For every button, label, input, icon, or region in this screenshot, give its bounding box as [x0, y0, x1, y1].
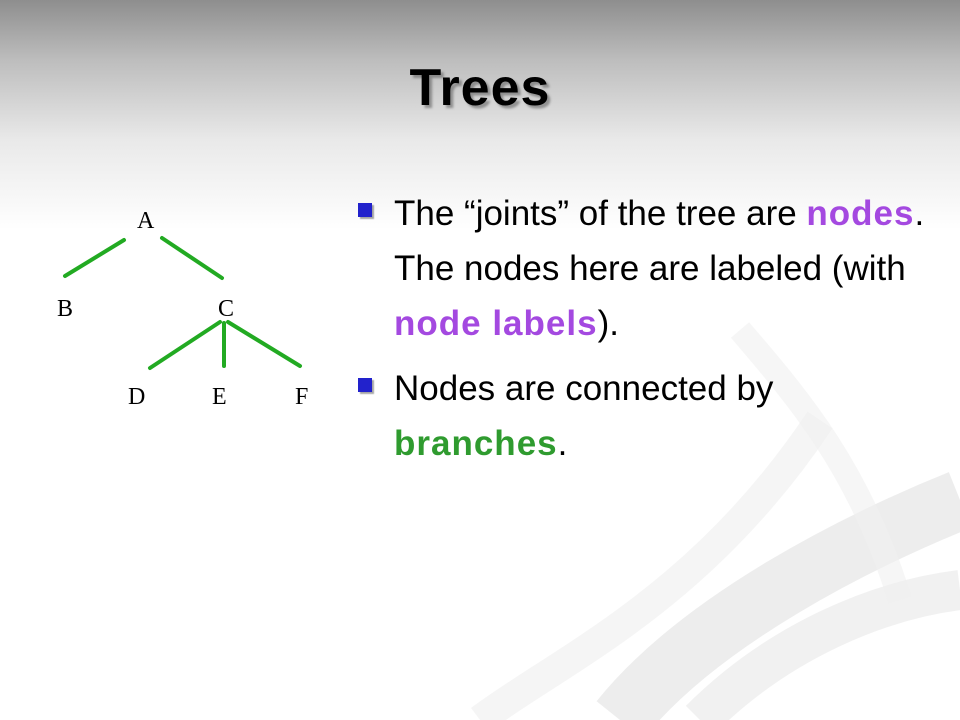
bullet-text: The “joints” of the tree are: [394, 194, 807, 233]
square-bullet-icon: [358, 378, 372, 392]
node-label-b: B: [57, 296, 73, 322]
node-label-e: E: [212, 384, 227, 410]
bullet-text: ).: [597, 304, 619, 343]
branch-a-b: [63, 238, 126, 278]
bullet-text: .: [557, 424, 568, 463]
branch-c-d: [148, 320, 222, 370]
keyword-node-labels: node labels: [394, 304, 598, 343]
node-label-d: D: [128, 384, 145, 410]
branch-c-f: [226, 320, 302, 368]
node-label-f: F: [295, 384, 308, 410]
bullet-text: . The nodes here are labeled (with: [394, 194, 925, 288]
slide-title: Trees: [409, 59, 551, 117]
node-label-c: C: [218, 296, 234, 322]
bullet-item-branches: Nodes are connected by branches.: [356, 361, 936, 471]
bullet-item-nodes: The “joints” of the tree are nodes. The …: [356, 186, 936, 351]
square-bullet-icon: [358, 203, 372, 217]
bullet-text: Nodes are connected by: [394, 369, 774, 408]
tree-diagram: A B C D E F: [57, 208, 308, 410]
bullet-list: The “joints” of the tree are nodes. The …: [356, 186, 936, 481]
keyword-branches: branches: [394, 424, 558, 463]
keyword-nodes: nodes: [806, 194, 915, 233]
node-label-a: A: [137, 208, 155, 234]
branch-a-c: [160, 236, 224, 280]
